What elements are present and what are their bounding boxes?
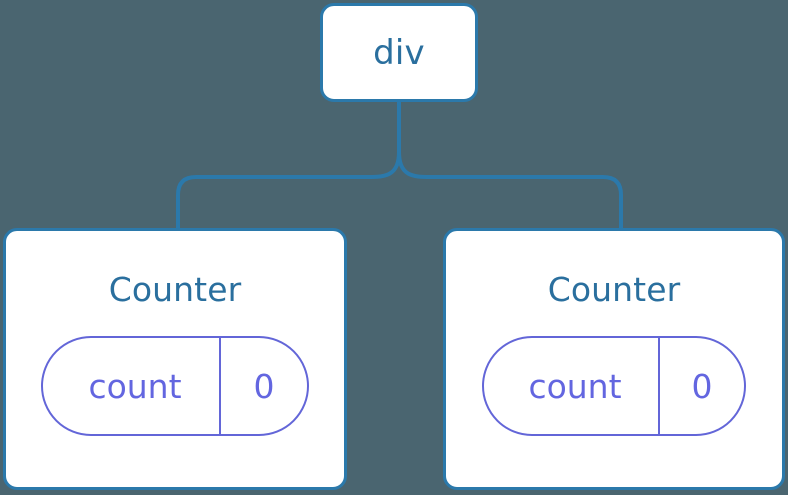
node-counter-left[interactable]: Counter count 0 — [3, 228, 347, 490]
state-pill-left: count 0 — [41, 336, 309, 436]
state-value-left: 0 — [219, 338, 307, 434]
state-key-right: count — [528, 366, 622, 406]
connector-branch-left — [176, 151, 401, 228]
state-key-left: count — [88, 366, 182, 406]
node-counter-right[interactable]: Counter count 0 — [443, 228, 785, 490]
node-div-label: div — [373, 32, 425, 73]
node-counter-left-title: Counter — [108, 270, 242, 309]
state-value-right: 0 — [658, 338, 744, 434]
node-div[interactable]: div — [320, 3, 478, 102]
connector-branch-right — [397, 151, 623, 228]
node-counter-right-title: Counter — [547, 270, 681, 309]
state-pill-right: count 0 — [482, 336, 746, 436]
